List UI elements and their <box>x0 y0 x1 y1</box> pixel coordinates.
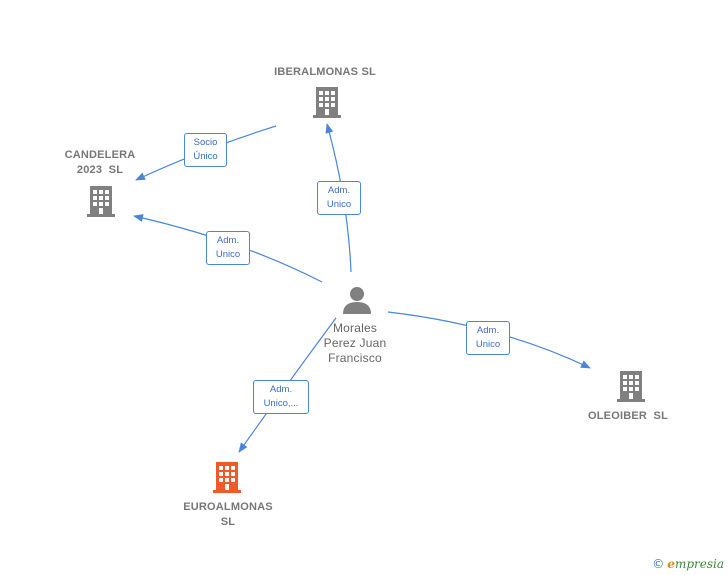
person-icon[interactable] <box>343 287 371 314</box>
edge-label-socio-unico: Socio Único <box>184 133 227 167</box>
edge-label-line: Adm. <box>327 185 351 196</box>
person-name-line3: Francisco <box>328 351 382 365</box>
candelera-building-icon[interactable] <box>87 186 115 217</box>
candelera-name-line1: CANDELERA <box>64 149 136 161</box>
iberalmonas-name: IBERALMONAS SL <box>274 66 376 78</box>
person-name-line1: Morales <box>332 321 378 335</box>
edge-label-line: Adm. <box>269 384 293 395</box>
edge-label-adm-candelera: Adm. Unico <box>206 231 250 265</box>
edge-label-line: Único <box>193 151 218 162</box>
euroalmonas-name-line2: SL <box>220 516 236 528</box>
oleoiber-label[interactable]: OLEOIBER SL <box>573 409 683 424</box>
person-label[interactable]: Morales Perez Juan Francisco <box>305 321 405 366</box>
copyright-icon: © <box>652 557 665 571</box>
empresia-brand[interactable]: ©empresia <box>652 557 724 571</box>
oleoiber-building-icon[interactable] <box>617 371 645 402</box>
edge-label-line: Adm. <box>216 235 240 246</box>
edge-label-adm-oleoiber: Adm. Unico <box>466 321 510 355</box>
edge-label-adm-iberalmonas: Adm. Unico <box>317 181 361 215</box>
brand-name: mpresia <box>674 557 724 571</box>
euroalmonas-name-line1: EUROALMONAS <box>183 501 273 513</box>
edge-label-line: Unico <box>475 339 501 350</box>
euroalmonas-label[interactable]: EUROALMONAS SL <box>168 500 288 530</box>
euroalmonas-building-icon[interactable] <box>213 462 241 493</box>
candelera-name-line2: 2023 SL <box>76 164 124 176</box>
edge-label-line: Socio <box>193 137 218 148</box>
edge-label-line: Unico <box>215 249 241 260</box>
edge-label-line: Unico,... <box>263 398 299 409</box>
edge-label-line: Adm. <box>476 325 500 336</box>
edge-label-line: Unico <box>326 199 352 210</box>
iberalmonas-building-icon[interactable] <box>313 87 341 118</box>
edge-label-adm-euroalmonas: Adm. Unico,... <box>253 380 309 414</box>
iberalmonas-label[interactable]: IBERALMONAS SL <box>255 65 395 80</box>
brand-initial: e <box>667 557 675 571</box>
oleoiber-name: OLEOIBER SL <box>587 410 669 422</box>
person-name-line2: Perez Juan <box>323 336 387 350</box>
candelera-label[interactable]: CANDELERA 2023 SL <box>45 148 155 178</box>
